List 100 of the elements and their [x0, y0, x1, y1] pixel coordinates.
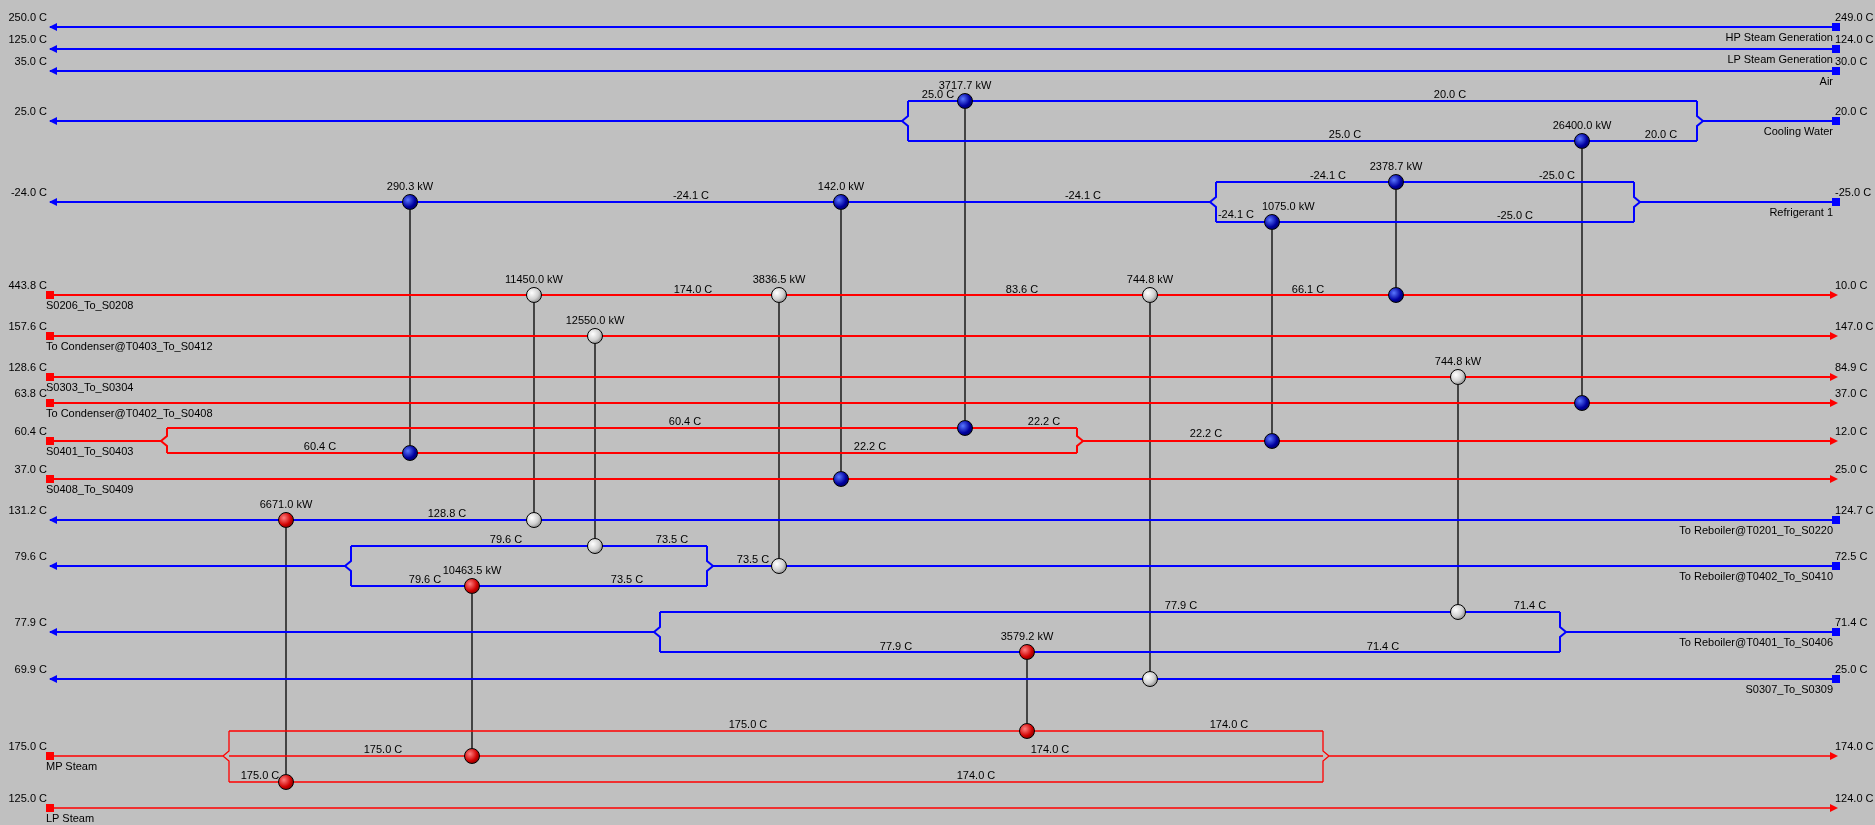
temperature-label: -24.1 C: [1064, 189, 1102, 201]
stream-name: S0303_To_S0304: [46, 381, 134, 393]
temperature-label: 174.0 C: [1030, 743, 1070, 755]
stream-name: Air: [1819, 75, 1833, 87]
stream-arrow: [46, 373, 1838, 381]
stream-arrow: [46, 399, 1838, 407]
stream-name: S0307_To_S0309: [1745, 683, 1833, 695]
stream-arrow: [46, 730, 1838, 783]
connector-line: [1457, 384, 1459, 605]
temperature-label: 20.0 C: [1644, 128, 1678, 140]
exchanger-circle: [833, 471, 849, 487]
exchanger-circle: [957, 93, 973, 109]
duty-label: 3579.2 kW: [1000, 630, 1054, 642]
temperature-label: -25.0 C: [1538, 169, 1576, 181]
exchanger-circle: [1264, 214, 1280, 230]
duty-label: 3717.7 kW: [938, 79, 992, 91]
duty-label: 26400.0 kW: [1552, 119, 1612, 131]
exchanger-circle: [1388, 287, 1404, 303]
temperature-label: 71.4 C: [1366, 640, 1400, 652]
temperature-label: 147.0 C: [1835, 320, 1874, 332]
duty-label: 744.8 kW: [1434, 355, 1482, 367]
duty-label: 744.8 kW: [1126, 273, 1174, 285]
exchanger-circle: [402, 194, 418, 210]
temperature-label: 250.0 C: [8, 11, 47, 23]
temperature-label: -25.0 C: [1496, 209, 1534, 221]
exchanger-circle: [1574, 395, 1590, 411]
temperature-label: 22.2 C: [1189, 427, 1223, 439]
exchanger-circle: [1450, 604, 1466, 620]
temperature-label: 175.0 C: [240, 769, 280, 781]
temperature-label: 60.4 C: [303, 440, 337, 452]
temperature-label: 63.8 C: [14, 387, 47, 399]
stream-arrow: [49, 45, 1840, 53]
stream-name: Refrigerant 1: [1769, 206, 1833, 218]
temperature-label: 249.0 C: [1835, 11, 1874, 23]
connector-line: [471, 593, 473, 749]
stream-arrow: [46, 804, 1838, 812]
exchanger-circle: [957, 420, 973, 436]
stream-name: LP Steam Generation: [1727, 53, 1833, 65]
exchanger-circle: [526, 512, 542, 528]
stream-name: To Reboiler@T0401_To_S0406: [1679, 636, 1833, 648]
stream-name: HP Steam Generation: [1725, 31, 1833, 43]
stream-name: To Condenser@T0403_To_S0412: [46, 340, 213, 352]
duty-label: 1075.0 kW: [1262, 200, 1315, 212]
duty-label: 2378.7 kW: [1369, 160, 1423, 172]
temperature-label: 83.6 C: [1005, 283, 1039, 295]
temperature-label: 77.9 C: [1164, 599, 1198, 611]
temperature-label: 72.5 C: [1835, 550, 1868, 562]
exchanger-circle: [278, 512, 294, 528]
temperature-label: 174.0 C: [1835, 740, 1874, 752]
exchanger-circle: [1019, 723, 1035, 739]
exchanger-circle: [1264, 433, 1280, 449]
temperature-label: 131.2 C: [8, 504, 47, 516]
temperature-label: 35.0 C: [14, 55, 47, 67]
temperature-label: 10.0 C: [1835, 279, 1868, 291]
temperature-label: 174.0 C: [956, 769, 996, 781]
temperature-label: 73.5 C: [655, 533, 689, 545]
exchanger-circle: [1142, 671, 1158, 687]
stream-name: S0401_To_S0403: [46, 445, 134, 457]
temperature-label: -24.1 C: [672, 189, 710, 201]
temperature-label: 73.5 C: [610, 573, 644, 585]
temperature-label: 125.0 C: [8, 792, 47, 804]
temperature-label: 25.0 C: [1835, 663, 1868, 675]
temperature-label: 37.0 C: [1835, 387, 1868, 399]
connector-line: [1271, 229, 1273, 434]
stream-arrow: [49, 611, 1840, 653]
temperature-label: 175.0 C: [363, 743, 403, 755]
stream-name: To Reboiler@T0201_To_S0220: [1679, 524, 1833, 536]
exchanger-circle: [1574, 133, 1590, 149]
stream-arrow: [46, 291, 1838, 299]
temperature-label: 20.0 C: [1835, 105, 1868, 117]
stream-name: S0408_To_S0409: [46, 483, 134, 495]
connector-line: [1581, 148, 1583, 396]
exchanger-circle: [278, 774, 294, 790]
temperature-label: 77.9 C: [879, 640, 913, 652]
temperature-label: 79.6 C: [408, 573, 442, 585]
connector-line: [1026, 659, 1028, 724]
exchanger-circle: [464, 578, 480, 594]
stream-name: Cooling Water: [1763, 125, 1833, 137]
connector-line: [409, 209, 411, 446]
exchanger-circle: [833, 194, 849, 210]
temperature-label: 66.1 C: [1291, 283, 1325, 295]
temperature-label: 22.2 C: [853, 440, 887, 452]
exchanger-circle: [1388, 174, 1404, 190]
stream-name: To Reboiler@T0402_To_S0410: [1679, 570, 1833, 582]
temperature-label: -24.1 C: [1309, 169, 1347, 181]
temperature-label: 12.0 C: [1835, 425, 1868, 437]
stream-arrow: [49, 545, 1840, 587]
stream-arrow: [49, 516, 1840, 524]
exchanger-circle: [402, 445, 418, 461]
stream-arrow: [49, 23, 1840, 31]
stream-name: S0206_To_S0208: [46, 299, 134, 311]
temperature-label: 30.0 C: [1835, 55, 1868, 67]
temperature-label: 174.0 C: [673, 283, 713, 295]
duty-label: 11450.0 kW: [505, 273, 563, 285]
temperature-label: 25.0 C: [1328, 128, 1362, 140]
stream-arrow: [49, 67, 1840, 75]
duty-label: 142.0 kW: [817, 180, 865, 192]
stream-arrow: [49, 181, 1840, 223]
temperature-label: 71.4 C: [1835, 616, 1868, 628]
stream-arrow: [46, 332, 1838, 340]
